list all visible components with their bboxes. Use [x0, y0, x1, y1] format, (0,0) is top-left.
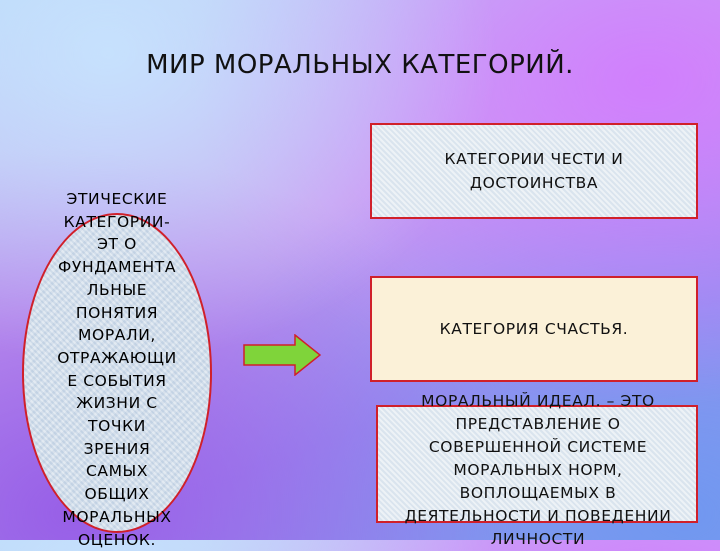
box-line: ДОСТОИНСТВА: [469, 174, 599, 192]
oval-line: КАТЕГОРИИ-: [63, 212, 171, 231]
oval-line: ОБЩИХ: [84, 485, 150, 504]
right-arrow-icon: [243, 334, 321, 376]
oval-line: ЖИЗНИ С: [76, 394, 158, 413]
oval-line: ЛЬНЫЕ: [86, 280, 148, 299]
box-line: ПРЕДСТАВЛЕНИЕ О: [455, 415, 621, 433]
box-line: ДЕЯТЕЛЬНОСТИ И ПОВЕДЕНИИ: [404, 507, 672, 525]
box-line: ВОПЛОЩАЕМЫХ В: [459, 484, 617, 502]
oval-line: САМЫХ: [85, 462, 149, 481]
oval-line: ТОЧКИ: [88, 417, 146, 436]
oval-line: ФУНДАМЕНТА: [57, 258, 177, 277]
oval-line: ОТРАЖАЮЩИ: [57, 348, 177, 367]
box-line: МОРАЛЬНЫХ НОРМ,: [453, 461, 623, 479]
box-line: СОВЕРШЕННОЙ СИСТЕМЕ: [428, 438, 648, 456]
box-line: КАТЕГОРИЯ СЧАСТЬЯ.: [439, 320, 629, 338]
oval-line: МОРАЛЬНЫХ: [62, 507, 172, 526]
ethical-categories-text: ЭТИЧЕСКИЕ КАТЕГОРИИ- ЭТ О ФУНДАМЕНТА ЛЬН…: [40, 188, 194, 551]
oval-line: Е СОБЫТИЯ: [67, 371, 167, 390]
moral-ideal-box: [376, 405, 698, 523]
oval-line: МОРАЛИ,: [78, 326, 156, 345]
moral-ideal-text: МОРАЛЬНЫЙ ИДЕАЛ. – ЭТО ПРЕДСТАВЛЕНИЕ О С…: [378, 390, 698, 551]
happiness-box: КАТЕГОРИЯ СЧАСТЬЯ.: [370, 276, 698, 382]
oval-line: ПОНЯТИЯ: [75, 303, 159, 322]
ethical-categories-oval: [22, 213, 212, 533]
oval-line: ЭТИЧЕСКИЕ: [66, 190, 168, 208]
oval-line: ЭТ О: [97, 235, 137, 254]
slide-title: МИР МОРАЛЬНЫХ КАТЕГОРИЙ.: [146, 50, 574, 80]
oval-line: ЗРЕНИЯ: [83, 439, 151, 458]
box-line: КАТЕГОРИИ ЧЕСТИ И: [444, 150, 624, 168]
honor-dignity-box: КАТЕГОРИИ ЧЕСТИ И ДОСТОИНСТВА: [370, 123, 698, 219]
box-line: МОРАЛЬНЫЙ ИДЕАЛ. – ЭТО: [421, 392, 655, 410]
